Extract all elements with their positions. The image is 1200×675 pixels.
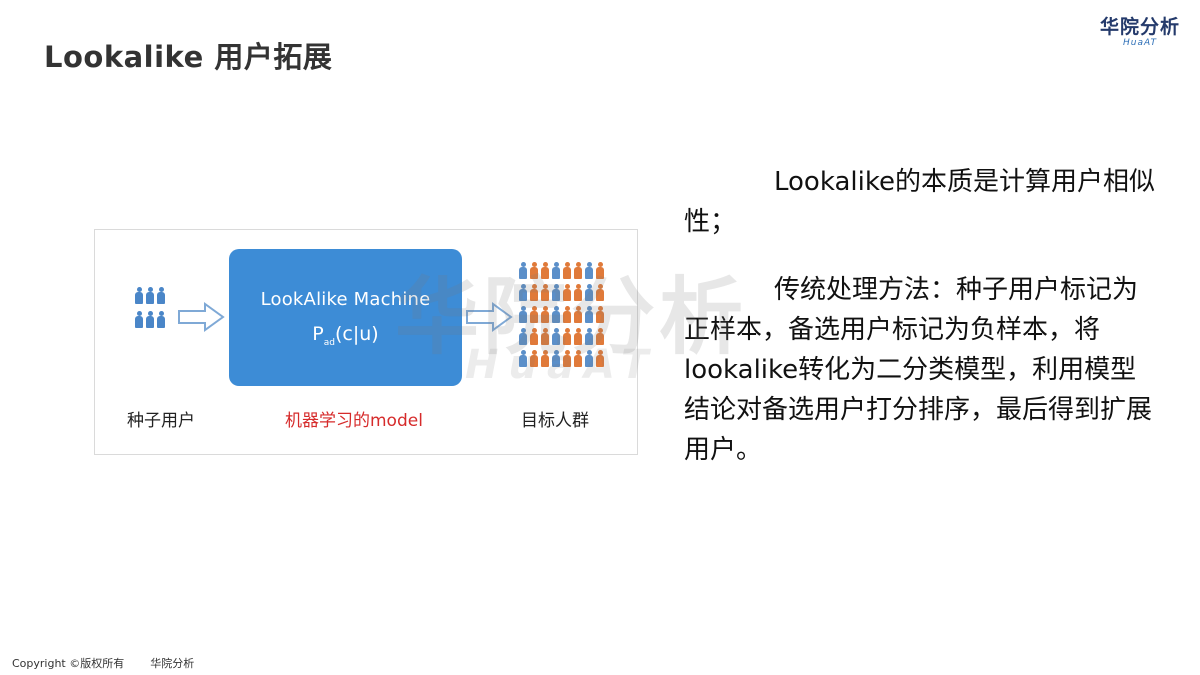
caption-ml-model: 机器学习的model (285, 411, 423, 431)
caption-target-group: 目标人群 (521, 411, 589, 431)
logo-en-text: HuaAT (1123, 38, 1157, 48)
lookalike-machine-box: LookAlike Machine Pad(c|u) (229, 249, 462, 386)
arrow-right-icon (466, 302, 513, 332)
seed-users-icon (135, 287, 171, 337)
logo-cn-text: 华院分析 (1099, 16, 1180, 38)
machine-title: LookAlike Machine (260, 289, 431, 310)
machine-formula: Pad(c|u) (312, 323, 379, 348)
company-logo: 华院分析 HuaAT (1092, 16, 1188, 48)
paragraph-method: 传统处理方法：种子用户标记为正样本，备选用户标记为负样本，将lookalike转… (684, 275, 1153, 465)
caption-seed-users: 种子用户 (127, 411, 195, 431)
copyright-text: Copyright ©版权所有 (12, 657, 125, 670)
page-title: Lookalike 用户拓展 (44, 40, 333, 74)
lookalike-diagram: LookAlike Machine Pad(c|u) 种子用户 机器学习的mod… (94, 229, 638, 455)
target-crowd-icon (519, 262, 611, 372)
arrow-right-icon (178, 302, 225, 332)
paragraph-essence: Lookalike的本质是计算用户相似性； (684, 167, 1155, 237)
footer-brand: 华院分析 (150, 657, 195, 670)
footer: Copyright ©版权所有 华院分析 (12, 655, 194, 671)
